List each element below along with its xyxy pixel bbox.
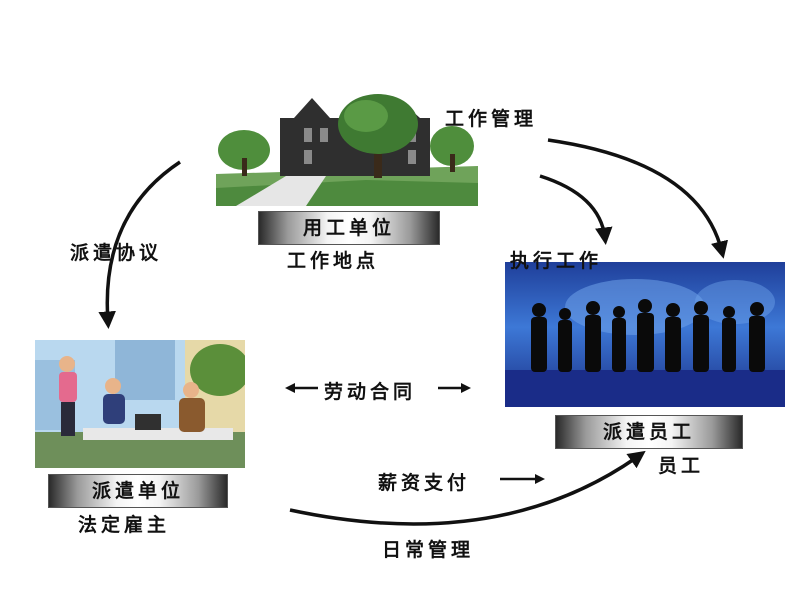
worker-subtitle: 员工	[658, 455, 705, 477]
arrow-client-to-agency	[98, 160, 181, 329]
agency-subtitle: 法定雇主	[78, 514, 171, 536]
arrow-client-to-worker-short	[539, 174, 613, 245]
label-daily-management: 日常管理	[382, 539, 475, 561]
label-perform-work: 执行工作	[510, 250, 603, 272]
arrow-client-to-worker-long	[547, 138, 728, 259]
agency-office-image	[35, 340, 245, 468]
label-work-management: 工作管理	[445, 108, 538, 130]
client-title-banner: 用工单位	[258, 211, 440, 245]
worker-group-image	[505, 262, 785, 407]
client-building-image	[216, 88, 478, 206]
client-subtitle: 工作地点	[287, 250, 380, 272]
label-salary-payment: 薪资支付	[378, 472, 471, 494]
label-labor-contract: 劳动合同	[324, 381, 417, 403]
label-dispatch-agreement: 派遣协议	[70, 242, 163, 264]
agency-title-banner: 派遣单位	[48, 474, 228, 508]
worker-title-banner: 派遣员工	[555, 415, 743, 449]
arrow-agency-to-worker	[289, 450, 646, 526]
